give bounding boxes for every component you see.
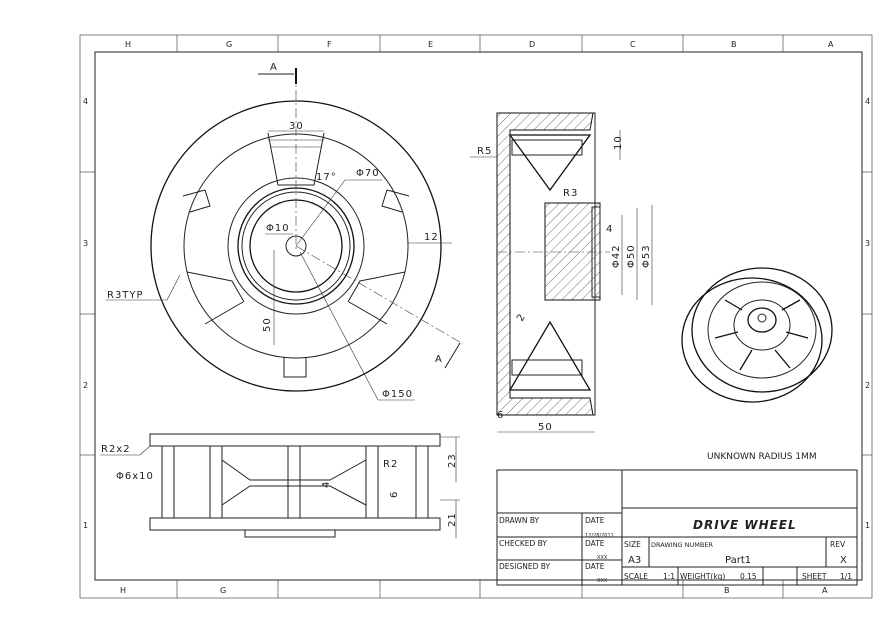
zone-label: F <box>327 40 332 49</box>
dimension-label: R5 <box>477 146 492 157</box>
zone-labels-bottom: H G B A <box>120 586 828 595</box>
dimension-label: 10 <box>613 135 624 150</box>
zone-label: G <box>220 586 226 595</box>
dimension-label: R2x2 <box>101 444 131 455</box>
zone-label: B <box>731 40 737 49</box>
dimension-label: 23 <box>447 453 458 468</box>
dimension-label: 12 <box>424 232 439 243</box>
outer-border <box>79 34 873 599</box>
zone-label: 4 <box>83 97 88 106</box>
dimension-label: Φ6x10 <box>116 471 154 482</box>
rev-value: X <box>840 555 847 566</box>
sheet-label: SHEET <box>802 572 827 581</box>
dimension-label: R3TYP <box>107 290 144 301</box>
dimension-label: 21 <box>447 512 458 527</box>
section-label: A <box>435 354 443 365</box>
dimension-label: Φ150 <box>382 389 413 400</box>
front-view: A A 30 17° Φ70 Φ10 12 R3TYP 50 Φ150 <box>106 62 464 401</box>
zone-labels-side: 4 3 2 1 4 3 2 1 <box>83 97 870 530</box>
zone-label: B <box>724 586 730 595</box>
zone-label: 3 <box>865 239 870 248</box>
drawing-frame <box>94 51 863 581</box>
zone-label: H <box>125 40 131 49</box>
scale-label: SCALE <box>624 572 648 581</box>
dimension-label: Φ42 <box>611 244 622 268</box>
zone-label: H <box>120 586 126 595</box>
dimension-label: 30 <box>289 121 304 132</box>
zone-label: D <box>529 40 535 49</box>
drawn-date: 12/28/2011 <box>585 533 614 539</box>
zone-label: A <box>828 40 834 49</box>
zone-labels-top: H G F E D C B A <box>125 40 834 49</box>
dimension-label: R2 <box>383 459 398 470</box>
size-value: A3 <box>628 555 641 566</box>
bottom-view: R2x2 Φ6x10 R2 4 6 23 21 <box>100 433 460 538</box>
drawn-by-label: DRAWN BY <box>499 516 540 525</box>
dimension-label: 4 <box>321 481 332 488</box>
zone-label: 3 <box>83 239 88 248</box>
dimension-label: Φ70 <box>356 168 380 179</box>
date-label: DATE <box>585 516 605 525</box>
dimension-label: 6 <box>497 410 504 421</box>
weight-value: 0.15 <box>740 572 757 581</box>
size-label: SIZE <box>624 540 641 549</box>
dimension-label: 2 <box>515 312 528 324</box>
zone-label: C <box>630 40 636 49</box>
drawing-number: Part1 <box>725 555 751 566</box>
zone-label: 2 <box>865 381 870 390</box>
drawing-title: DRIVE WHEEL <box>693 518 797 532</box>
general-note: UNKNOWN RADIUS 1MM <box>707 452 817 462</box>
zone-ticks <box>80 35 872 598</box>
zone-label: E <box>428 40 433 49</box>
section-view: R5 R3 10 4 Φ42 Φ50 Φ53 2 6 50 <box>470 112 653 433</box>
designed-by-label: DESIGNED BY <box>499 562 551 571</box>
dimension-label: Φ53 <box>641 244 652 268</box>
scale-value: 1:1 <box>663 572 675 581</box>
section-label: A <box>270 62 278 73</box>
dimension-label: Φ50 <box>626 244 637 268</box>
zone-label: A <box>822 586 828 595</box>
isometric-view <box>681 267 833 403</box>
zone-label: 1 <box>865 521 870 530</box>
zone-label: G <box>226 40 232 49</box>
title-block: DRAWN BY DATE 12/28/2011 CHECKED BY DATE… <box>496 469 858 586</box>
designed-date: XXX <box>597 578 608 584</box>
dimension-label: 4 <box>606 224 613 235</box>
dimension-label: 17° <box>316 172 337 183</box>
dimension-label: 50 <box>262 317 273 332</box>
zone-label: 2 <box>83 381 88 390</box>
dimension-label: 50 <box>538 422 553 433</box>
dimension-label: R3 <box>563 188 578 199</box>
date-label: DATE <box>585 562 605 571</box>
zone-label: 4 <box>865 97 870 106</box>
zone-label: 1 <box>83 521 88 530</box>
drawing-number-label: DRAWING NUMBER <box>651 541 713 549</box>
checked-date: XXX <box>597 555 608 561</box>
date-label: DATE <box>585 539 605 548</box>
dimension-label: Φ10 <box>266 223 290 234</box>
sheet-value: 1/1 <box>840 572 852 581</box>
dimension-label: 6 <box>389 491 400 498</box>
checked-by-label: CHECKED BY <box>499 539 547 548</box>
weight-label: WEIGHT(kg) <box>680 572 725 581</box>
rev-label: REV <box>830 540 846 549</box>
